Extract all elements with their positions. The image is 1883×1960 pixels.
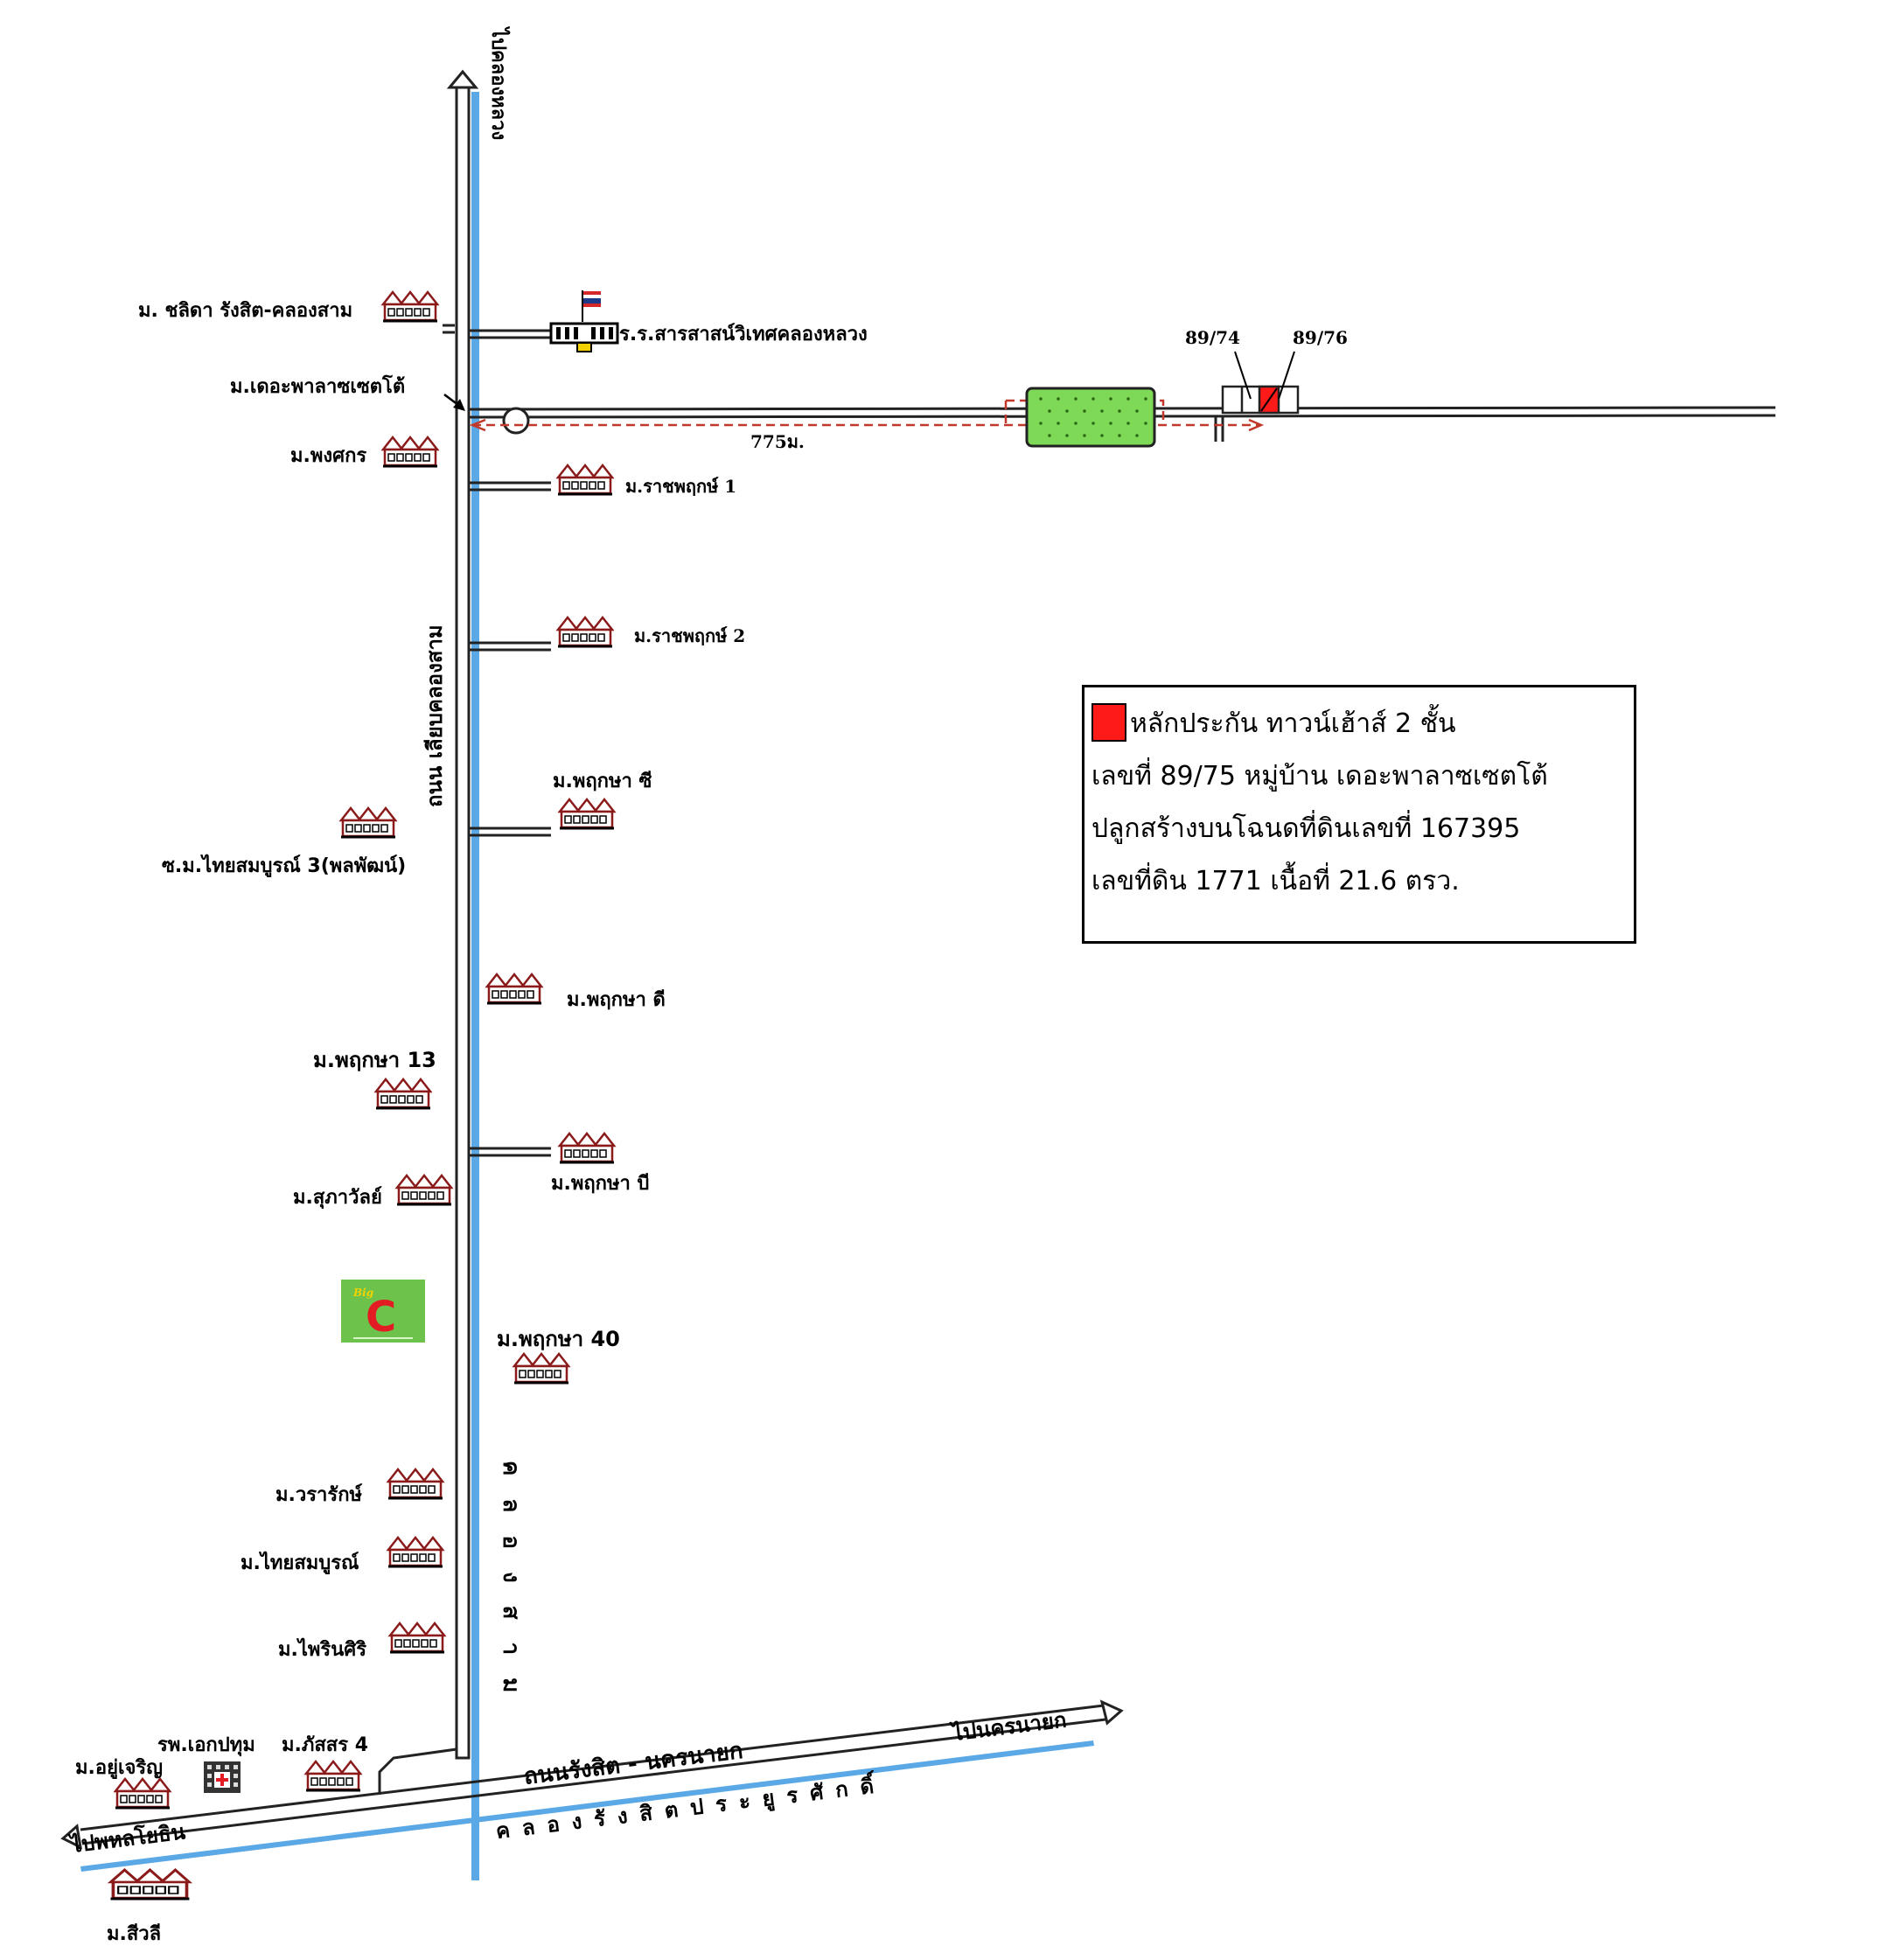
place-yucharoen: ม.อยู่เจริญ [75,1757,163,1780]
park [1025,387,1156,448]
house-icon [395,1174,453,1206]
townhouse-plots [1221,351,1300,415]
school-icon [549,290,619,352]
legend-title-row: หลักประกัน ทาวน์เฮ้าส์ 2 ชั้น [1091,698,1627,750]
big-c-logo: Big C [341,1280,425,1343]
svg-text:C: C [366,1293,396,1342]
legend-title: หลักประกัน ทาวน์เฮ้าส์ 2 ชั้น [1130,708,1456,739]
house-icon [556,464,614,496]
house-icon [513,1352,570,1385]
house-icon [381,290,439,323]
place-pruksa-b: ม.พฤกษา บี [551,1173,649,1195]
side-roads [443,324,551,1157]
flag-icon [583,291,601,307]
legend-line1: เลขที่ 89/75 หมู่บ้าน เดอะพาลาซเซตโต้ [1091,761,1548,792]
house-icon [558,798,616,830]
house-icon [381,436,439,468]
khlong-sam-canal [471,92,479,1880]
house-icon [339,806,397,839]
house-icon [387,1536,444,1568]
place-thaisombun: ม.ไทยสมบูรณ์ [241,1551,359,1575]
place-pruksa40: ม.พฤกษา 40 [497,1327,620,1351]
plot-label-right: 89/76 [1293,327,1348,348]
house-icon [485,973,543,1005]
place-pruksa-d: ม.พฤกษา ดี [567,989,666,1011]
plot-label-left: 89/74 [1185,327,1240,348]
khlong-sam-label: คลองสาม [498,1461,524,1715]
house-icon [556,616,614,648]
main-road-label: ถนน เลียบคลองสาม [422,624,447,807]
hospital-icon [204,1761,241,1793]
house-icon [387,1468,444,1500]
rangsit-nakhon-nayok-road [60,1699,1124,1850]
house-icon [388,1622,446,1654]
north-direction-label: ไปคลองหลวง [487,26,511,140]
legend-line3: เลขที่ดิน 1771 เนื้อที่ 21.6 ตรว. [1091,866,1460,896]
house-icon [304,1760,362,1792]
place-thaisombun3: ซ.ม.ไทยสมบูรณ์ 3(พลพัฒน์) [162,854,406,878]
place-the-plaza: ม.เดอะพาลาซเซตโต้ [230,374,405,398]
house-icon [374,1078,432,1110]
place-wararak: ม.วรารักษ์ [275,1483,363,1506]
to-nakhon-nayok-label: ไปนครนายก [948,1706,1068,1746]
place-pruksa13: ม.พฤกษา 13 [313,1048,436,1072]
legend-line2: ปลูกสร้างบนโฉนดที่ดินเลขที่ 167395 [1091,813,1521,844]
main-road [446,69,479,1760]
place-school: ร.ร.สารสาสน์วิเทศคลองหลวง [619,323,868,345]
khlong-rangsit-canal [80,1740,1094,1872]
place-pruksa-c: ม.พฤกษา ซี [553,771,652,792]
place-supawan: ม.สุภาวัลย์ [293,1186,382,1210]
house-icon [558,1132,616,1164]
place-phongsakorn: ม.พงศกร [290,445,366,467]
place-hospital: รพ.เอกปทุม [157,1734,255,1757]
place-phatsorn4: ม.ภัสสร 4 [282,1734,368,1756]
place-siwali: ม.สีวลี [107,1923,161,1945]
cross-road-label: ถนนรังสิต - นครนายก [522,1738,744,1790]
collateral-legend: หลักประกัน ทาวน์เฮ้าส์ 2 ชั้น เลขที่ 89/… [1082,685,1636,944]
svg-text:Big: Big [352,1287,373,1299]
roundabout [502,407,530,435]
collateral-swatch [1091,702,1126,742]
place-ratchaphruek1: ม.ราชพฤกษ์ 1 [625,476,736,497]
distance-line [469,399,1265,432]
arrow-icon [443,394,465,411]
place-ratchaphruek2: ม.ราชพฤกษ์ 2 [634,625,745,646]
distance-label: 775ม. [750,431,805,452]
place-chalida: ม. ชลิดา รังสิต-คลองสาม [138,300,352,322]
house-icon [114,1777,171,1810]
place-phairinsiri: ม.ไพรินศิริ [278,1637,366,1661]
house-icon [111,1870,190,1899]
